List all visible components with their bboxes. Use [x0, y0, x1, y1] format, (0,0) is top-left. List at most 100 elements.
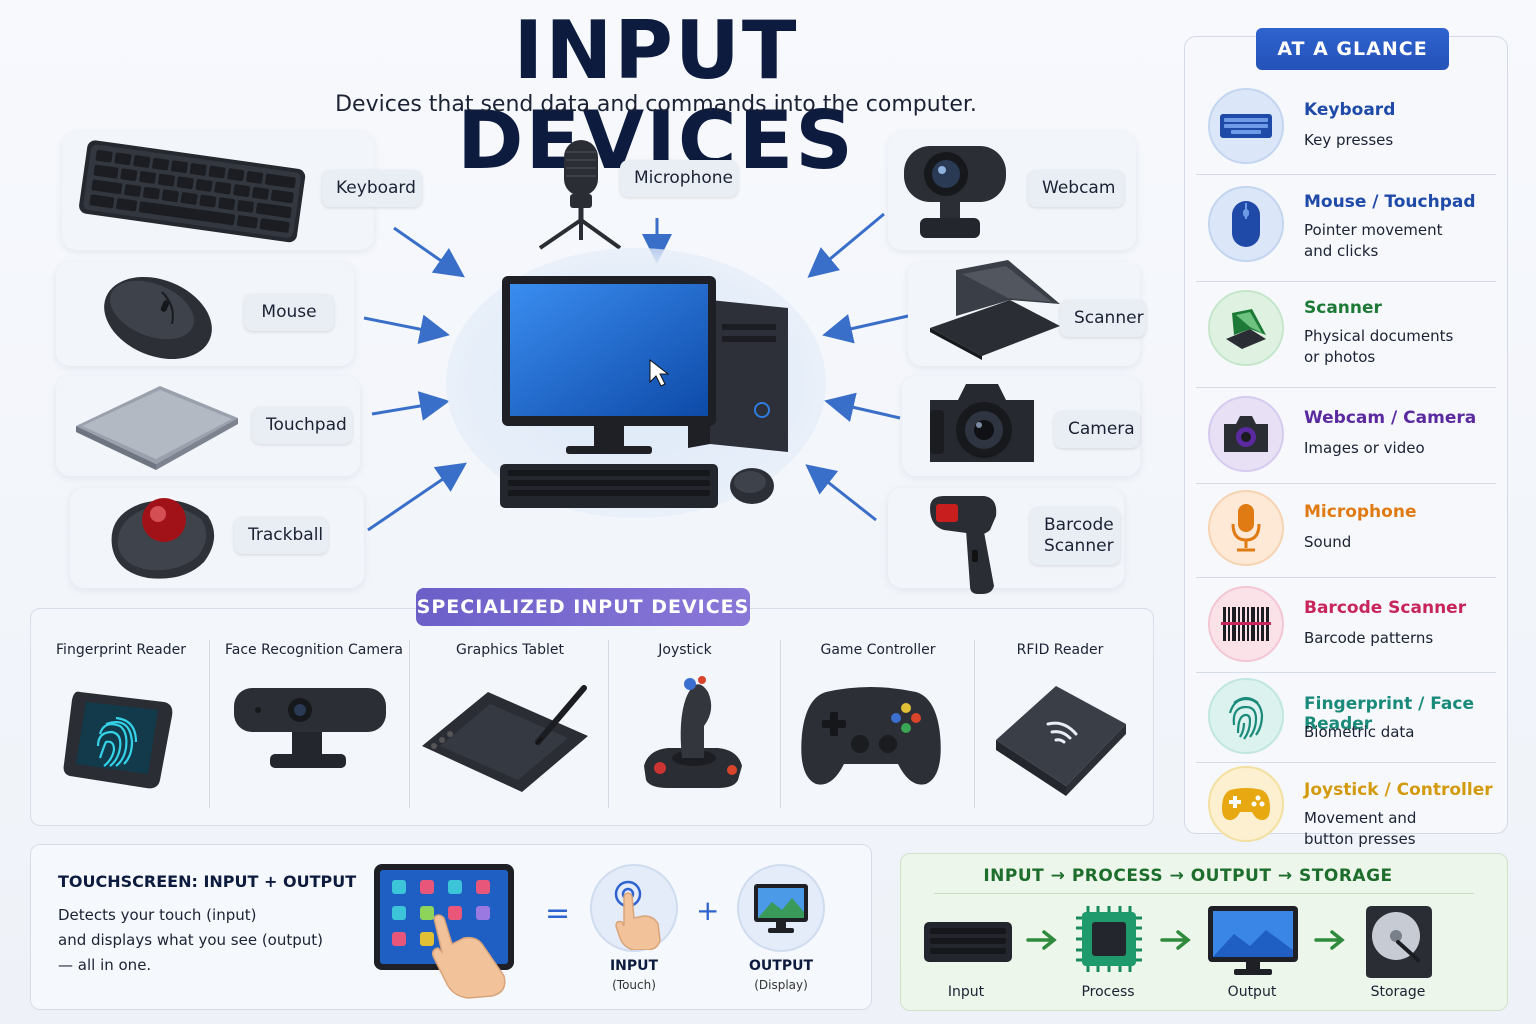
device-label-microphone: Microphone [620, 160, 738, 197]
flow-step-input: Input [947, 984, 985, 1000]
glance-item-keyboard[interactable]: Keyboard Key presses [1198, 86, 1498, 166]
desktop-computer-icon [500, 276, 788, 508]
barcode-scanner-icon [930, 496, 997, 594]
face-recognition-camera-icon [234, 688, 386, 768]
glance-item-fingerprint-face-reader[interactable]: Fingerprint / Face Reader Biometric data [1198, 678, 1498, 760]
glance-item-desc: Sound [1304, 533, 1352, 551]
glance-item-desc: Key presses [1304, 131, 1394, 149]
cpu-icon [1076, 906, 1142, 972]
flow-arrow-icon [1160, 930, 1191, 950]
glance-divider [1196, 483, 1496, 484]
glance-item-title: Keyboard [1304, 100, 1396, 120]
camera-icon [930, 384, 1034, 462]
glance-item-mouse-touchpad[interactable]: Mouse / Touchpad Pointer movement and cl… [1198, 184, 1498, 276]
touch-desc-line: and displays what you see (output) [58, 931, 323, 949]
glance-item-barcode-scanner[interactable]: Barcode Scanner Barcode patterns [1198, 584, 1498, 670]
graphics-tablet-icon [422, 685, 588, 792]
glance-divider [1196, 577, 1496, 578]
spec-divider [780, 640, 781, 808]
glance-divider [1196, 387, 1496, 388]
flow-step-output: Output [1227, 984, 1277, 1000]
touchscreen-tablet-icon [374, 864, 514, 999]
output-label: OUTPUT [749, 958, 813, 974]
flow-arrow-icon [1026, 930, 1057, 950]
equals-sign: = [545, 896, 571, 931]
flow-arrow-icon [1314, 930, 1345, 950]
fingerprint-reader-icon [63, 691, 173, 789]
device-label-scanner: Scanner [1060, 300, 1146, 337]
game-controller-icon [801, 687, 941, 785]
arrow-keyboard [393, 226, 465, 278]
spec-label: Graphics Tablet [456, 642, 564, 658]
glance-divider [1196, 281, 1496, 282]
glance-item-desc: Images or video [1304, 439, 1425, 457]
glance-title: AT A GLANCE [1256, 28, 1449, 70]
glance-item-title: Webcam / Camera [1304, 408, 1477, 428]
scanner-icon [930, 260, 1060, 360]
microphone-icon [538, 140, 622, 250]
spec-divider [974, 640, 975, 808]
touchscreen-description: Detects your touch (input) and displays … [58, 903, 348, 978]
spec-item-fingerprint-reader[interactable]: Fingerprint Reader [40, 640, 202, 810]
glance-item-title: Barcode Scanner [1304, 598, 1467, 618]
flow-title: INPUT → PROCESS → OUTPUT → STORAGE [983, 866, 1393, 886]
flow-divider [934, 893, 1474, 894]
touch-desc-line: Detects your touch (input) [58, 906, 257, 924]
glance-item-title: Scanner [1304, 298, 1382, 318]
glance-divider [1196, 174, 1496, 175]
mouse-icon [1208, 186, 1284, 262]
arrow-webcam [807, 212, 885, 278]
spec-label: Face Recognition Camera [225, 642, 403, 658]
device-label-trackball: Trackball [234, 517, 328, 554]
spec-item-rfid-reader[interactable]: RFID Reader [976, 640, 1144, 810]
glance-desc-line: Physical documents [1304, 327, 1454, 345]
device-label-camera: Camera [1054, 411, 1140, 448]
glance-item-webcam-camera[interactable]: Webcam / Camera Images or video [1198, 394, 1498, 480]
glance-item-title: Mouse / Touchpad [1304, 192, 1476, 212]
fingerprint-icon [1208, 678, 1284, 754]
arrow-mouse [363, 314, 450, 345]
glance-item-joystick-controller[interactable]: Joystick / Controller Movement and butto… [1198, 766, 1498, 852]
scanner-icon [1208, 290, 1284, 366]
glance-item-scanner[interactable]: Scanner Physical documents or photos [1198, 288, 1498, 380]
spec-divider [409, 640, 410, 808]
glance-divider [1196, 672, 1496, 673]
flow-input-keyboard-icon [924, 922, 1012, 962]
output-sublabel: (Display) [754, 978, 808, 992]
glance-item-title: Joystick / Controller [1304, 780, 1493, 800]
gamepad-icon [1208, 766, 1284, 842]
device-label-mouse: Mouse [244, 294, 334, 331]
device-label-touchpad: Touchpad [252, 407, 352, 444]
arrow-scanner [822, 314, 909, 344]
touchscreen-title: TOUCHSCREEN: INPUT + OUTPUT [58, 872, 357, 891]
arrow-touchpad [371, 391, 450, 421]
glance-item-desc: Movement and button presses [1304, 808, 1504, 850]
glance-desc-line: or photos [1304, 348, 1376, 366]
input-label: INPUT [609, 958, 659, 974]
specialized-panel [30, 608, 1154, 826]
arrow-trackball [367, 462, 467, 532]
keyboard-icon [79, 140, 306, 243]
spec-label: Game Controller [820, 642, 936, 658]
touch-hand-icon [614, 880, 661, 950]
glance-desc-line: Pointer movement [1304, 221, 1443, 239]
specialized-title: SPECIALIZED INPUT DEVICES [416, 588, 750, 626]
arrow-camera [824, 392, 901, 422]
glance-item-desc: Physical documents or photos [1304, 326, 1504, 368]
spec-item-face-recognition-camera[interactable]: Face Recognition Camera [216, 640, 412, 810]
camera-icon [1208, 396, 1284, 472]
trackball-icon [111, 498, 215, 579]
display-icon [754, 884, 808, 933]
page-title: INPUT DEVICES [457, 4, 855, 187]
touchpad-icon [76, 386, 238, 470]
spec-item-joystick[interactable]: Joystick [610, 640, 760, 810]
glance-desc-line: button presses [1304, 830, 1416, 848]
glance-item-microphone[interactable]: Microphone Sound [1198, 488, 1498, 574]
spec-item-game-controller[interactable]: Game Controller [782, 640, 974, 810]
spec-item-graphics-tablet[interactable]: Graphics Tablet [412, 640, 608, 810]
spec-label: Joystick [658, 642, 712, 658]
barcode-icon [1208, 586, 1284, 662]
glance-item-title: Fingerprint / Face Reader [1304, 694, 1474, 734]
device-label-webcam: Webcam [1028, 170, 1124, 207]
keyboard-icon [1208, 88, 1284, 164]
